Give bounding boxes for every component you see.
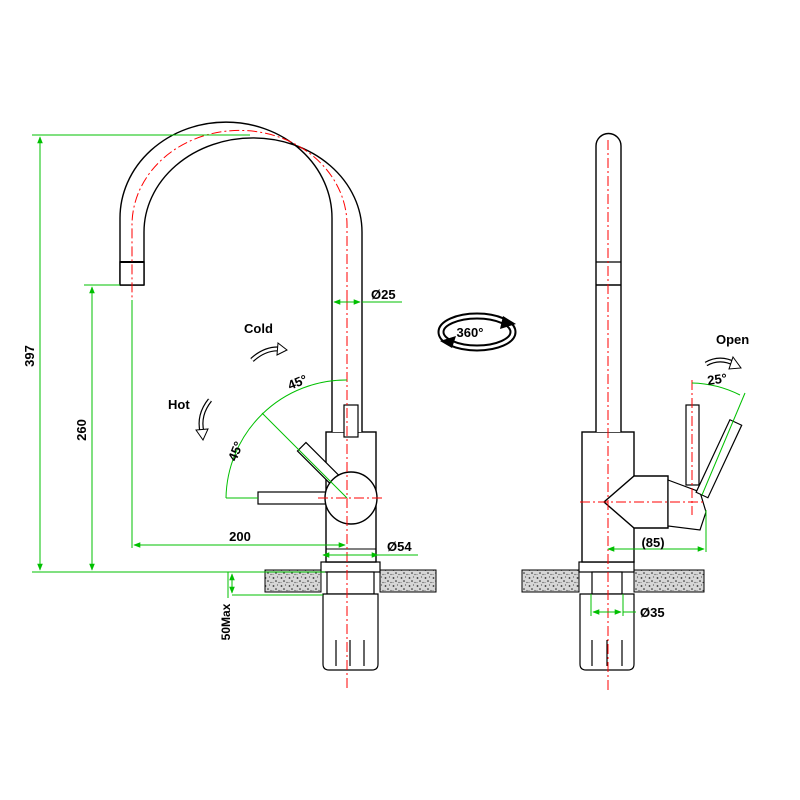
- open-arrow-icon: [704, 355, 742, 370]
- base-diameter-label: Ø54: [387, 539, 412, 554]
- front-base-ring: [320, 561, 381, 573]
- body-diameter-label: Ø25: [371, 287, 396, 302]
- deck-thickness-label: 50Max: [219, 603, 233, 640]
- cold-arrow-icon: [250, 342, 288, 362]
- rotation-360-icon: 360°: [437, 312, 517, 352]
- hot-arrow-icon: [195, 398, 212, 442]
- handle-offset-label: (85): [641, 535, 664, 550]
- side-countertop: [521, 569, 705, 593]
- total-height-label: 397: [22, 345, 37, 367]
- side-base-ring: [578, 561, 635, 573]
- side-spout: [595, 132, 622, 432]
- front-mounting-shank: [322, 571, 379, 671]
- side-open-angle-arc: [691, 382, 746, 496]
- side-lever-open: [695, 418, 743, 499]
- side-mounting-shank: [579, 571, 635, 671]
- hot-angle-label: 45°: [225, 439, 246, 463]
- side-view: Open 25° (85) Ø35: [521, 132, 749, 690]
- side-dimension-lines: [590, 510, 707, 616]
- cold-angle-label: 45°: [286, 372, 310, 393]
- side-centerlines: [580, 140, 706, 690]
- open-angle-label: 25°: [706, 370, 728, 388]
- front-view: 397 260 200 Ø25 Ø54 50Max Cold Hot 45° 4…: [22, 121, 437, 690]
- front-centerlines: [131, 129, 384, 690]
- cold-label: Cold: [244, 321, 273, 336]
- open-label: Open: [716, 332, 749, 347]
- front-spout: [119, 121, 363, 432]
- front-handle-angle-arc: [225, 379, 348, 499]
- hot-label: Hot: [168, 397, 190, 412]
- rotation-label: 360°: [457, 325, 484, 340]
- shank-diameter-label: Ø35: [640, 605, 665, 620]
- front-dimension-lines: [32, 134, 418, 598]
- front-countertop: [264, 569, 437, 593]
- spout-height-label: 260: [74, 419, 89, 441]
- spout-reach-label: 200: [229, 529, 251, 544]
